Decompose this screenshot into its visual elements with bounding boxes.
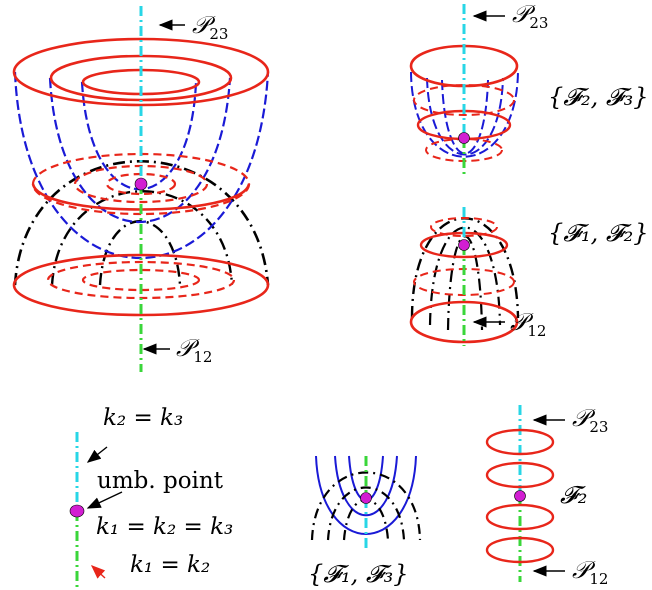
umbilic-point-main xyxy=(134,177,148,191)
p12-main-label: 𝒫12 xyxy=(176,334,212,366)
family-f1-f3-label: {𝓕₁, 𝓕₃} xyxy=(308,560,408,588)
p23-tr-label: 𝒫23 xyxy=(512,0,548,32)
black-dashdot-2-mr xyxy=(428,226,502,326)
umbilic-point-mr xyxy=(458,239,470,251)
p23-br-label: 𝒫23 xyxy=(572,404,608,436)
family-f1-f2-label: {𝓕₁, 𝓕₂} xyxy=(548,219,648,247)
red-bottom-ellipse-inner xyxy=(81,268,201,292)
red-bottom-ellipse-mr xyxy=(409,300,519,344)
red-circle-4-br xyxy=(485,536,555,564)
red-bottom-ellipse-outer xyxy=(12,253,270,317)
fig-f1-f2: {𝓕₁, 𝓕₂} 𝒫12 xyxy=(409,207,648,346)
umbilic-point-tr xyxy=(458,132,470,144)
p23-main-label: 𝒫23 xyxy=(192,11,228,43)
fig-f2-circles: 𝒫23 𝓕₂ 𝒫12 xyxy=(485,404,608,588)
blue-dashed-u-outer xyxy=(13,71,270,259)
umbilic-point-br xyxy=(514,490,526,502)
f2-label: 𝓕₂ xyxy=(560,481,587,509)
red-top-ellipse-outer xyxy=(12,37,270,107)
family-f2-f3-label: {𝓕₂, 𝓕₃} xyxy=(548,83,648,111)
p12-br-label: 𝒫12 xyxy=(572,556,608,588)
main-figure: 𝒫23 𝒫12 xyxy=(12,6,270,372)
p12-mr-label: 𝒫12 xyxy=(510,308,546,340)
label-k1-eq-k2: k₁ = k₂ xyxy=(130,552,210,578)
blue-dashed-u-mid xyxy=(48,77,232,224)
label-k2-eq-k3: k₂ = k₃ xyxy=(103,405,183,431)
label-umb-point: umb. point xyxy=(97,468,224,494)
red-ellipse-1-mr xyxy=(430,217,498,237)
legend-axis: k₂ = k₃ umb. point k₁ = k₂ = k₃ k₁ = k₂ xyxy=(69,405,233,590)
black-dashdot-outer-bm xyxy=(310,471,422,541)
red-circle-3-br xyxy=(485,503,555,531)
umbilic-point-bm xyxy=(360,492,372,504)
red-ellipse-2-tr xyxy=(413,84,515,116)
arrow-umb-point xyxy=(86,491,123,509)
fig-f2-f3: 𝒫23 {𝓕₂, 𝓕₃} xyxy=(409,0,648,178)
arrow-k1-k2 xyxy=(90,565,106,579)
red-circle-1-br xyxy=(485,428,555,456)
black-dashdot-mid-bm xyxy=(326,486,406,541)
arrow-k2-k3 xyxy=(86,446,108,463)
red-circle-2-br xyxy=(485,461,555,489)
label-k1-k2-k3: k₁ = k₂ = k₃ xyxy=(96,514,233,540)
fig-f1-f3: {𝓕₁, 𝓕₃} xyxy=(308,455,422,588)
blue-u-2-tr xyxy=(426,77,504,156)
legend-umbilic-point xyxy=(69,504,85,518)
